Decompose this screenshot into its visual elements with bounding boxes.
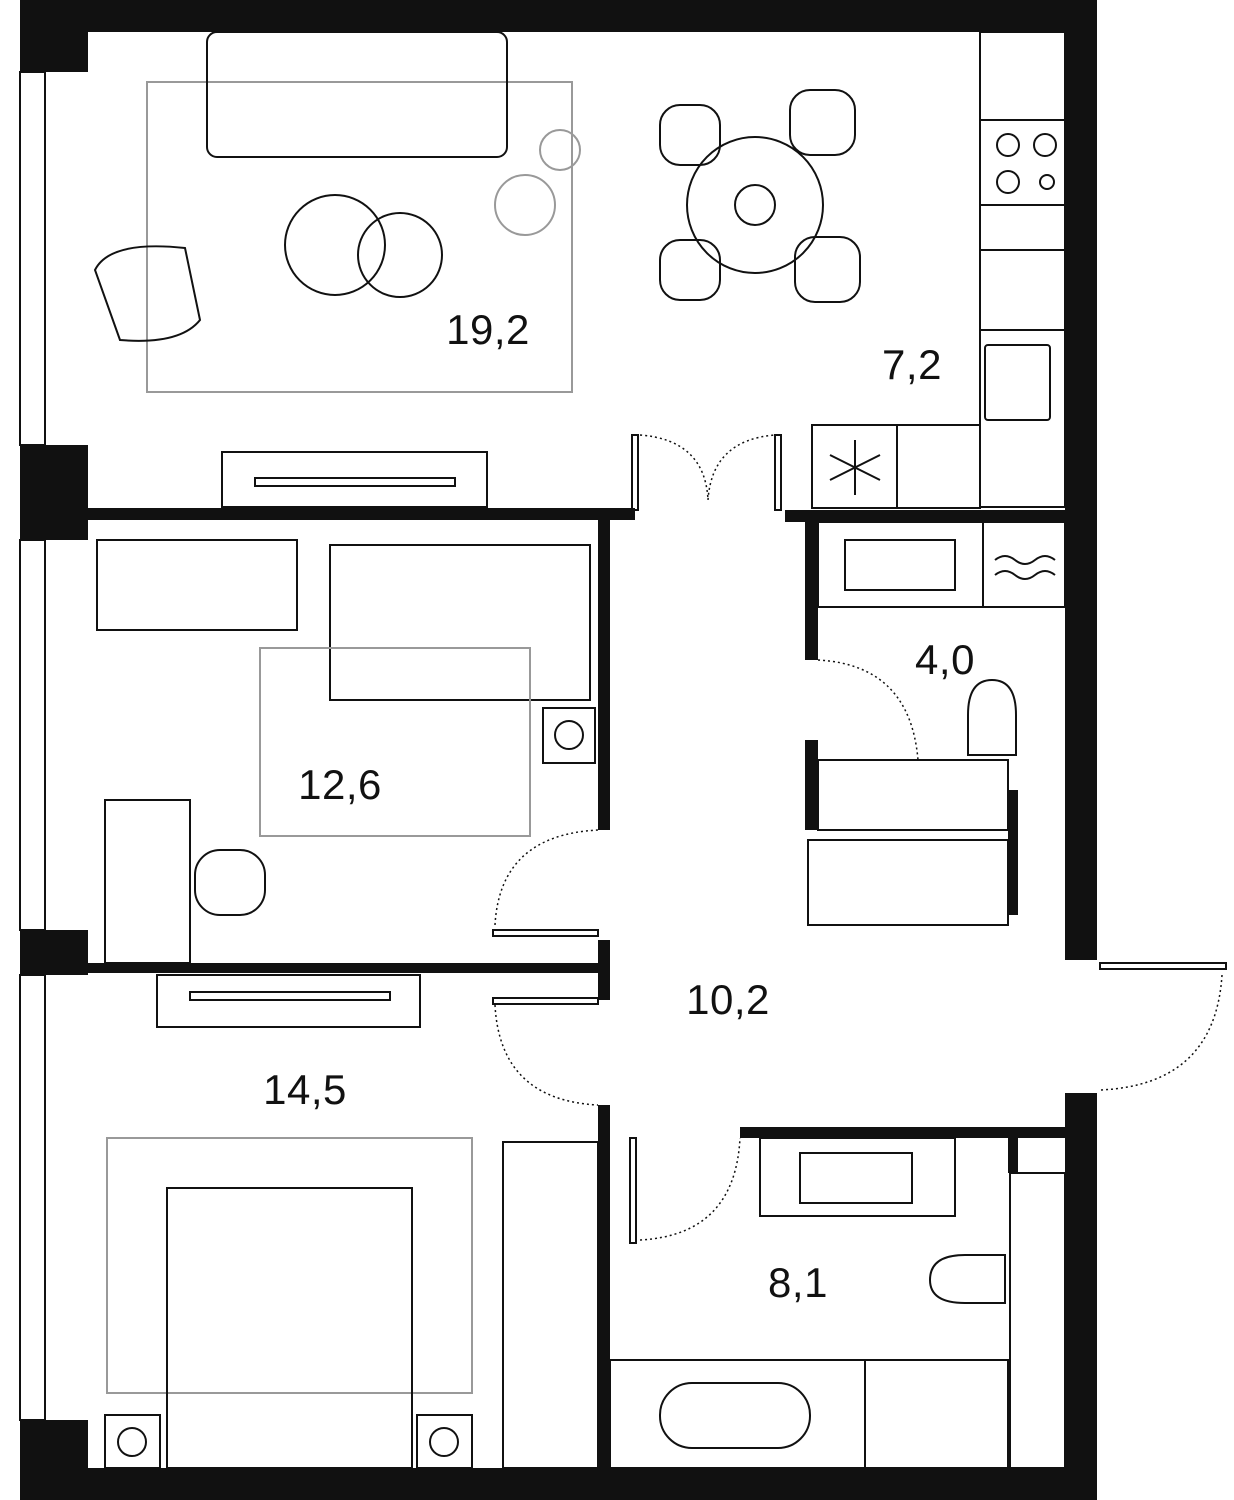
area-living-room: 19,2	[446, 306, 530, 353]
small-bathroom-fixtures	[807, 521, 1066, 926]
area-bathroom-small: 4,0	[915, 636, 975, 683]
area-kitchen: 7,2	[882, 341, 942, 388]
area-hall: 10,2	[686, 976, 770, 1023]
area-bathroom-large: 8,1	[768, 1259, 828, 1306]
area-bedroom-1: 12,6	[298, 761, 382, 808]
bedroom1-furniture	[96, 539, 596, 964]
living-furniture	[93, 31, 861, 508]
windows	[19, 71, 46, 1421]
large-bathroom-fixtures	[609, 1137, 1066, 1469]
kitchen-furniture	[811, 31, 1066, 509]
area-bedroom-2: 14,5	[263, 1066, 347, 1113]
bedroom2-furniture	[104, 974, 599, 1469]
doors	[492, 434, 1227, 1244]
walls	[20, 0, 1097, 1500]
